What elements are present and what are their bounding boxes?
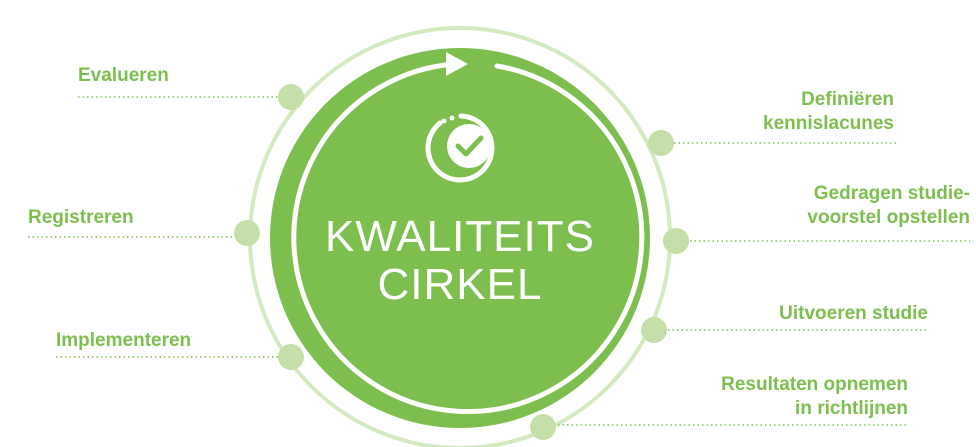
node-uitvoeren: [641, 317, 667, 343]
step-label-registreren: Registreren: [28, 207, 134, 228]
center-disk: [270, 48, 650, 428]
node-resultaten: [530, 414, 556, 440]
node-studievoorstel: [663, 228, 689, 254]
node-definieren: [648, 130, 674, 156]
center-title-line1: KWALITEITS: [325, 212, 595, 261]
center-title-line2: CIRKEL: [377, 260, 543, 309]
step-label-resultaten: Resultaten opnemen in richtlijnen: [721, 374, 908, 419]
cycle-arc: [291, 61, 645, 415]
node-evalueren: [278, 84, 304, 110]
step-label-evalueren: Evalueren: [78, 65, 169, 86]
cycle-arrow-icon: [446, 52, 468, 76]
node-implementeren: [278, 344, 304, 370]
check-circle-icon: [425, 113, 495, 183]
cycle-nodes: [234, 84, 689, 440]
step-label-studievoorstel: Gedragen studie- voorstel opstellen: [807, 183, 970, 228]
connector-lines: [28, 96, 970, 426]
node-registreren: [234, 220, 260, 246]
step-label-implementeren: Implementeren: [56, 330, 192, 351]
step-label-definieren: Definiëren kennislacunes: [763, 89, 894, 134]
step-label-uitvoeren: Uitvoeren studie: [779, 303, 928, 324]
